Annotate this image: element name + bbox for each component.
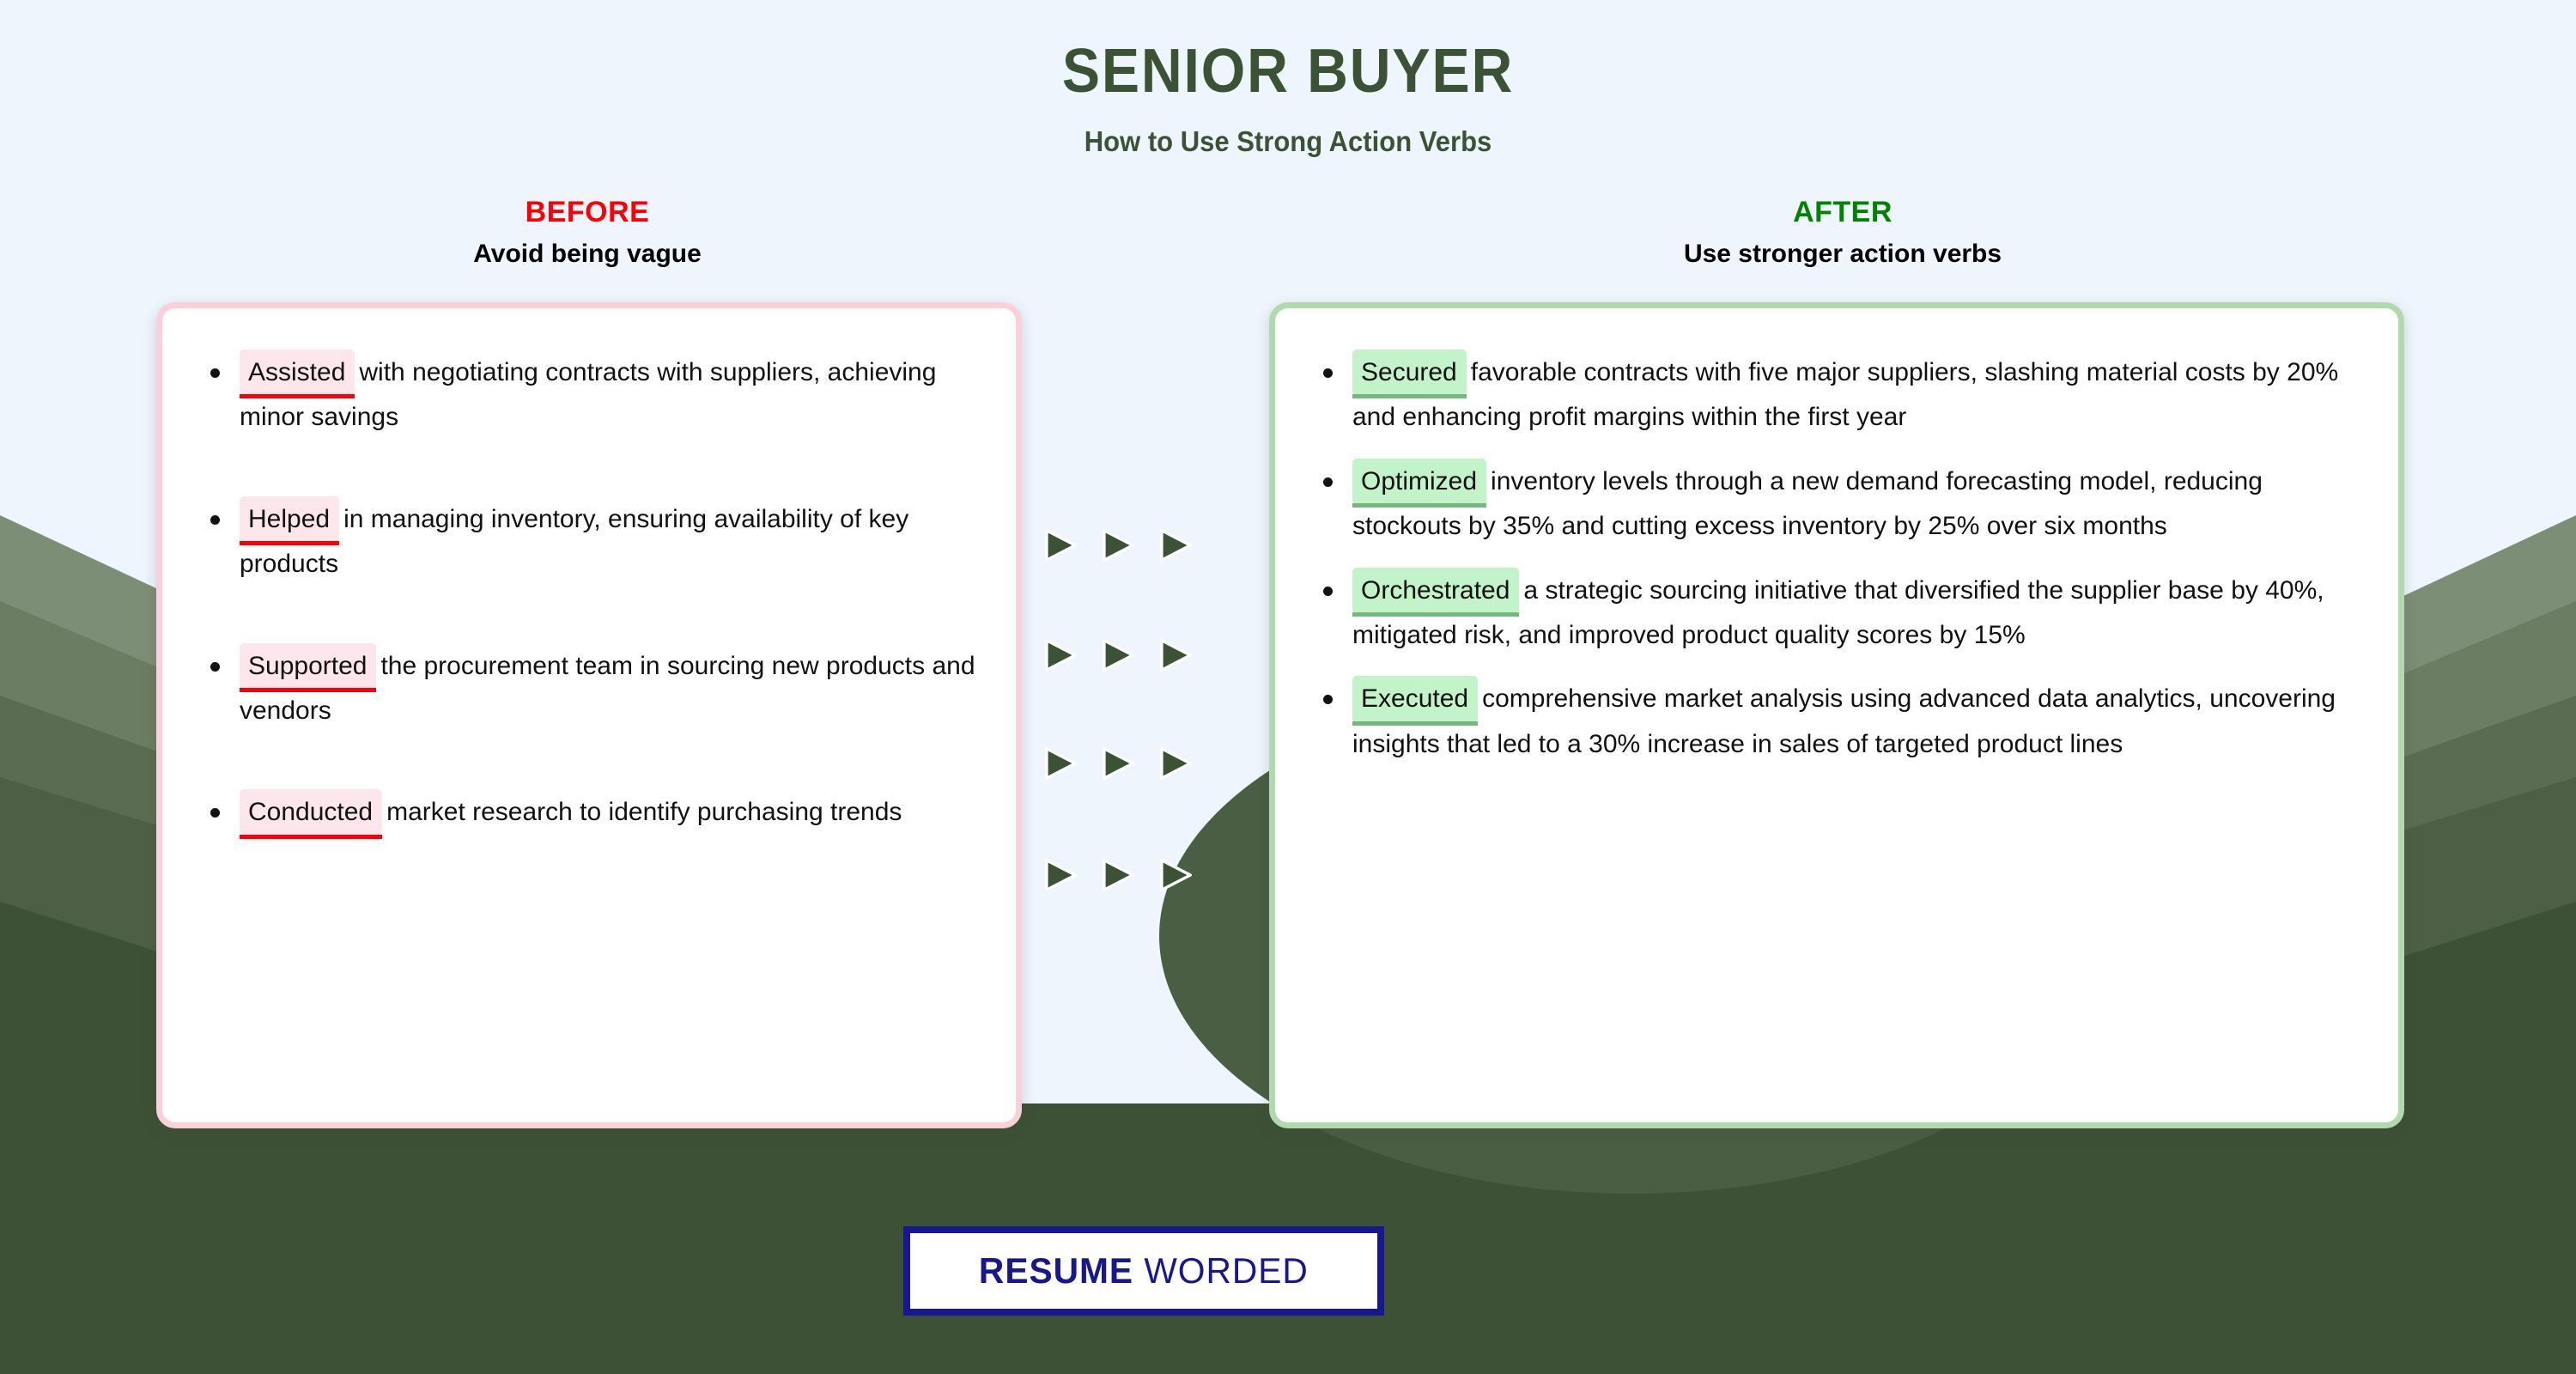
bullet-text: with negotiating contracts with supplier… bbox=[240, 358, 937, 432]
logo-light-word: WORDED bbox=[1144, 1250, 1309, 1291]
action-verb: Assisted bbox=[240, 350, 355, 399]
after-label: AFTER bbox=[1793, 196, 1893, 228]
page-title: SENIOR BUYER bbox=[1061, 37, 1515, 106]
play-triangle-icon bbox=[1103, 639, 1134, 672]
before-label: BEFORE bbox=[525, 196, 650, 228]
arrow-row-2 bbox=[1041, 635, 1195, 675]
bullet-text: comprehensive market analysis using adva… bbox=[1352, 684, 2336, 758]
action-verb: Secured bbox=[1352, 350, 1467, 399]
action-verb: Executed bbox=[1352, 676, 1479, 727]
page-header: SENIOR BUYER How to Use Strong Action Ve… bbox=[0, 0, 2576, 158]
resume-worded-logo[interactable]: RESUME WORDED bbox=[903, 1226, 1384, 1316]
bullet-text: inventory levels through a new demand fo… bbox=[1352, 466, 2263, 541]
column-heading-before: BEFORE Avoid being vague bbox=[158, 196, 1017, 269]
bullet-text: the procurement team in sourcing new pro… bbox=[240, 651, 975, 725]
play-triangle-icon bbox=[1160, 639, 1192, 672]
logo-bold-word: RESUME bbox=[979, 1250, 1134, 1291]
play-triangle-icon bbox=[1045, 747, 1077, 780]
action-verb: Conducted bbox=[240, 789, 383, 840]
action-verb: Helped bbox=[240, 495, 340, 546]
arrow-row-1 bbox=[1041, 526, 1195, 565]
play-triangle-icon bbox=[1103, 859, 1134, 891]
before-description: Avoid being vague bbox=[473, 240, 702, 268]
play-triangle-icon bbox=[1160, 747, 1192, 780]
after-description: Use stronger action verbs bbox=[1683, 240, 2002, 268]
arrow-row-3 bbox=[1041, 744, 1195, 783]
play-triangle-icon bbox=[1160, 529, 1192, 562]
column-heading-after: AFTER Use stronger action verbs bbox=[1413, 196, 2272, 269]
bullet-text: in managing inventory, ensuring availabi… bbox=[240, 504, 909, 579]
action-verb: Supported bbox=[240, 642, 377, 693]
page-subtitle: How to Use Strong Action Verbs bbox=[1084, 125, 1492, 157]
play-triangle-icon bbox=[1103, 747, 1134, 780]
bullet-text: a strategic sourcing initiative that div… bbox=[1352, 575, 2324, 649]
play-triangle-icon bbox=[1160, 859, 1192, 891]
action-verb: Optimized bbox=[1352, 458, 1487, 508]
action-verb: Orchestrated bbox=[1352, 567, 1520, 617]
logo-text: RESUME WORDED bbox=[979, 1250, 1309, 1292]
play-triangle-icon bbox=[1045, 529, 1077, 562]
bullet-text: favorable contracts with five major supp… bbox=[1352, 358, 2339, 432]
play-triangle-icon bbox=[1103, 529, 1134, 562]
arrow-row-4 bbox=[1041, 855, 1195, 895]
bullet-text: market research to identify purchasing t… bbox=[386, 798, 902, 827]
play-triangle-icon bbox=[1045, 859, 1077, 891]
play-triangle-icon bbox=[1045, 639, 1077, 672]
